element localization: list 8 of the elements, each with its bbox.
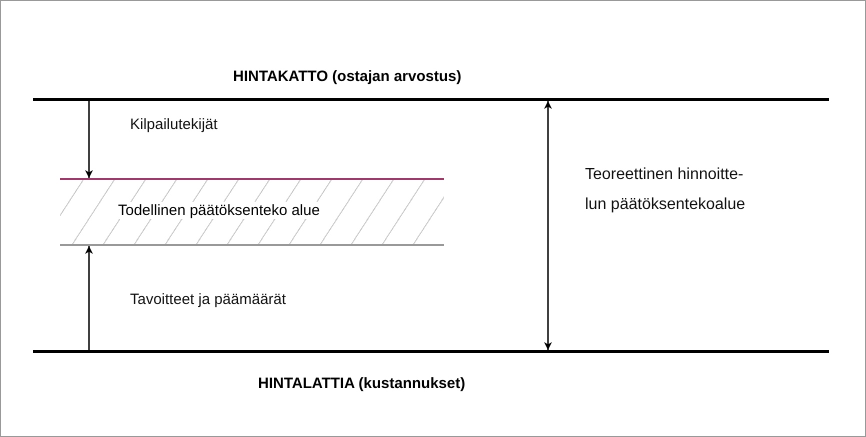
- ceiling-heading: HINTAKATTO (ostajan arvostus): [233, 68, 462, 85]
- edge-label: Kilpailutekijät: [130, 115, 219, 135]
- edge-label: Teoreettinen hinnoitte-lun päätöksentekoalue: [585, 165, 746, 215]
- floor-heading: HINTALATTIA (kustannukset): [258, 375, 466, 392]
- arrow: [85, 101, 93, 178]
- edge-label: Tavoitteet ja päämäärät: [130, 290, 287, 310]
- arrow: [85, 246, 93, 350]
- double-arrow: [544, 101, 552, 350]
